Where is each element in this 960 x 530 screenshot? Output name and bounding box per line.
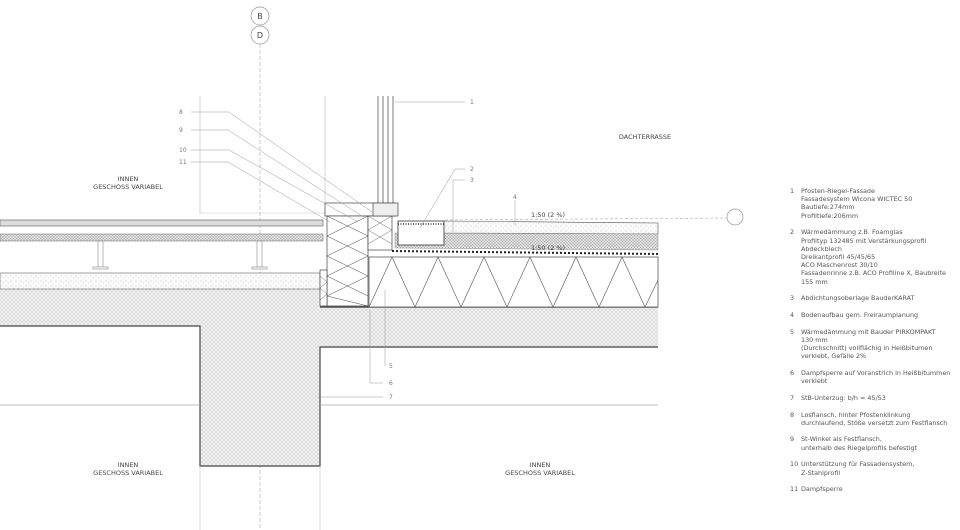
callout-4: 4 bbox=[513, 194, 517, 201]
legend-text: Losflansch, hinter Pfostenklinkung durch… bbox=[801, 410, 948, 427]
legend-number: 3 bbox=[790, 294, 795, 303]
legend-text: Dampfsperre bbox=[801, 485, 843, 494]
legend-item: 2 Wärmedämmung z.B. Foamglas Profiltyp 13… bbox=[790, 228, 960, 285]
callout-11: 11 bbox=[179, 159, 187, 166]
screed bbox=[0, 272, 321, 290]
room-label-top-left-2: GESCHOSS VARIABEL bbox=[93, 183, 163, 191]
room-label-top-left-1: INNEN bbox=[118, 175, 139, 183]
legend-item: 4 Bodenaufbau gem. Freiraumplanung bbox=[790, 311, 960, 319]
callout-3: 3 bbox=[470, 177, 474, 184]
leader-lines bbox=[191, 101, 516, 398]
legend-number: 2 bbox=[790, 228, 795, 237]
legend-number: 10 bbox=[790, 460, 799, 469]
room-label-bottom-right-2: GESCHOSS VARIABEL bbox=[505, 469, 575, 477]
level-line bbox=[444, 217, 728, 221]
floor-pedestals bbox=[92, 240, 268, 270]
legend-number: 8 bbox=[790, 410, 795, 419]
legend-text: Dampfsperre auf Voranstrich in Heißbitum… bbox=[801, 368, 951, 386]
room-label-bottom-right-1: INNEN bbox=[530, 461, 551, 469]
legend-number: 4 bbox=[790, 310, 795, 319]
terrace-bedding bbox=[394, 232, 659, 251]
legend-text: St-Winkel als Festflansch, unterhalb des… bbox=[801, 435, 918, 452]
room-label-terrace: DACHTERRASSE bbox=[619, 133, 671, 141]
legend-item: 6 Dampfsperre auf Voranstrich in Heißbitu… bbox=[790, 369, 960, 385]
legend-number: 6 bbox=[790, 368, 795, 377]
legend-number: 5 bbox=[790, 327, 795, 336]
callout-2: 2 bbox=[470, 166, 474, 173]
slope-label-bottom: 1:50 (2 %) bbox=[531, 244, 565, 252]
legend-text: Wärmedämmung z.B. Foamglas Profiltyp 132… bbox=[801, 228, 946, 286]
legend-text: Unterstützung für Fassadensystem, Z-Stah… bbox=[801, 460, 915, 477]
slab-outline bbox=[0, 325, 658, 467]
level-marker bbox=[726, 208, 744, 226]
callout-9: 9 bbox=[179, 127, 183, 134]
legend-text: Pfosten-Riegel-Fassade Fassadesystem Wic… bbox=[801, 187, 913, 220]
legend-item: 7 StB-Unterzug: b/h = 45/53 bbox=[790, 394, 960, 402]
grid-axis-b: B bbox=[257, 12, 263, 21]
grid-axis-d: D bbox=[257, 31, 263, 40]
legend-text: Bodenaufbau gem. Freiraumplanung bbox=[801, 310, 919, 319]
legend-item: 5 Wärmedämmung mit Bauder PIRKOMPAKT 130 … bbox=[790, 328, 960, 361]
callout-8: 8 bbox=[179, 109, 183, 116]
room-label-bottom-left-1: INNEN bbox=[118, 461, 139, 469]
callout-5: 5 bbox=[389, 363, 393, 370]
raised-floor-layer bbox=[0, 233, 324, 242]
legend-item: 1 Pfosten-Riegel-Fassade Fassadesystem Wi… bbox=[790, 187, 960, 220]
drain-channel bbox=[397, 220, 445, 246]
legend-item: 8 Losflansch, hinter Pfostenklinkung durc… bbox=[790, 411, 960, 427]
window-frame bbox=[372, 96, 399, 217]
legend-item: 3 Abdichtungsoberlage BauderKARAT bbox=[790, 294, 960, 302]
legend-item: 9 St-Winkel als Festflansch, unterhalb de… bbox=[790, 435, 960, 451]
legend-text: Abdichtungsoberlage BauderKARAT bbox=[801, 294, 915, 303]
sealing-membrane bbox=[391, 250, 659, 255]
legend-number: 9 bbox=[790, 435, 795, 444]
legend-number: 11 bbox=[790, 485, 799, 494]
legend-text: StB-Unterzug: b/h = 45/53 bbox=[801, 393, 886, 402]
thermal-insulation bbox=[368, 256, 659, 308]
legend-text: Wärmedämmung mit Bauder PIRKOMPAKT 130 m… bbox=[801, 327, 936, 361]
slope-label-top: 1:50 (2 %) bbox=[531, 211, 565, 219]
legend-number: 1 bbox=[790, 187, 795, 195]
concrete-slab bbox=[0, 289, 658, 466]
raised-floor-top bbox=[0, 219, 324, 227]
legend-number: 7 bbox=[790, 393, 795, 402]
callout-1: 1 bbox=[470, 99, 474, 106]
callout-7: 7 bbox=[389, 394, 393, 401]
callout-6: 6 bbox=[389, 380, 393, 387]
terrace-paving bbox=[442, 220, 659, 235]
callout-10: 10 bbox=[179, 147, 187, 154]
room-label-bottom-left-2: GESCHOSS VARIABEL bbox=[93, 469, 163, 477]
legend: 1 Pfosten-Riegel-Fassade Fassadesystem Wi… bbox=[790, 187, 960, 502]
